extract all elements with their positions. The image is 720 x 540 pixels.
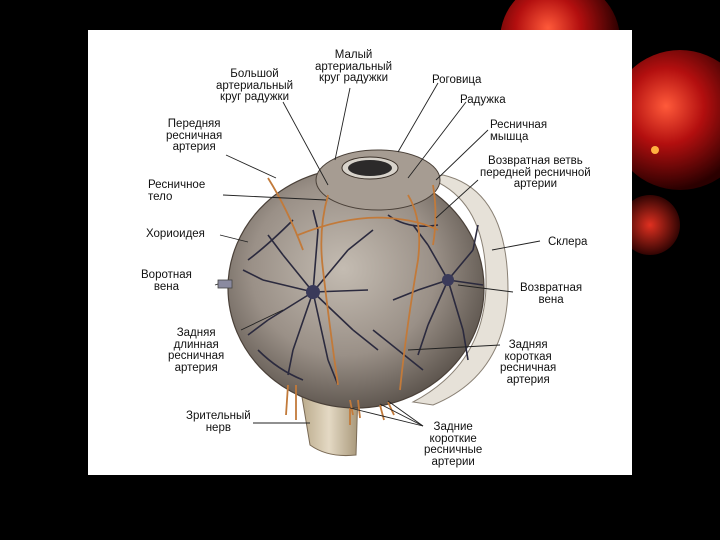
leader-lines xyxy=(214,82,541,427)
label-long-posterior-ciliary-artery: Задняя длинная ресничная артерия xyxy=(168,327,225,374)
vortex-vein-stub xyxy=(217,279,233,289)
diagram-panel: Малый артериальный круг радужки Большой … xyxy=(88,30,632,475)
vortex-center-right xyxy=(442,274,454,286)
label-cornea: Роговица xyxy=(432,74,482,86)
label-short-posterior-ciliary-arteries: Задние короткие ресничные артерии xyxy=(424,421,483,468)
pupil-inner xyxy=(348,160,392,176)
decor-bubble-right xyxy=(610,50,720,190)
label-recurrent-vein: Возвратная вена xyxy=(520,282,583,306)
choroid-vessels xyxy=(242,209,484,386)
label-sclera: Склера xyxy=(548,236,588,248)
label-ciliary-body: Ресничное тело xyxy=(148,179,206,203)
label-ciliary-muscle: Ресничная мышца xyxy=(490,119,548,143)
sclera-shell xyxy=(411,174,509,406)
ciliary-arteries xyxy=(267,177,439,425)
label-short-posterior-ciliary-artery: Задняя короткая ресничная артерия xyxy=(500,339,557,386)
vortex-center-left xyxy=(306,285,320,299)
label-iris: Радужка xyxy=(460,94,506,106)
decor-sparkle xyxy=(651,146,659,154)
eyeball-illustration xyxy=(214,82,541,456)
label-recurrent-branch: Возвратная ветвь передней ресничной арте… xyxy=(480,155,591,190)
label-anterior-ciliary-artery: Передняя ресничная артерия xyxy=(166,118,223,153)
label-optic-nerve: Зрительный нерв xyxy=(186,410,251,434)
decor-bubble-middle xyxy=(620,195,680,255)
label-small-arterial-circle: Малый артериальный круг радужки xyxy=(315,49,393,84)
label-big-arterial-circle: Большой артериальный круг радужки xyxy=(216,68,294,103)
label-vortex-vein: Воротная вена xyxy=(141,269,192,293)
label-choroid: Хориоидея xyxy=(146,228,205,240)
